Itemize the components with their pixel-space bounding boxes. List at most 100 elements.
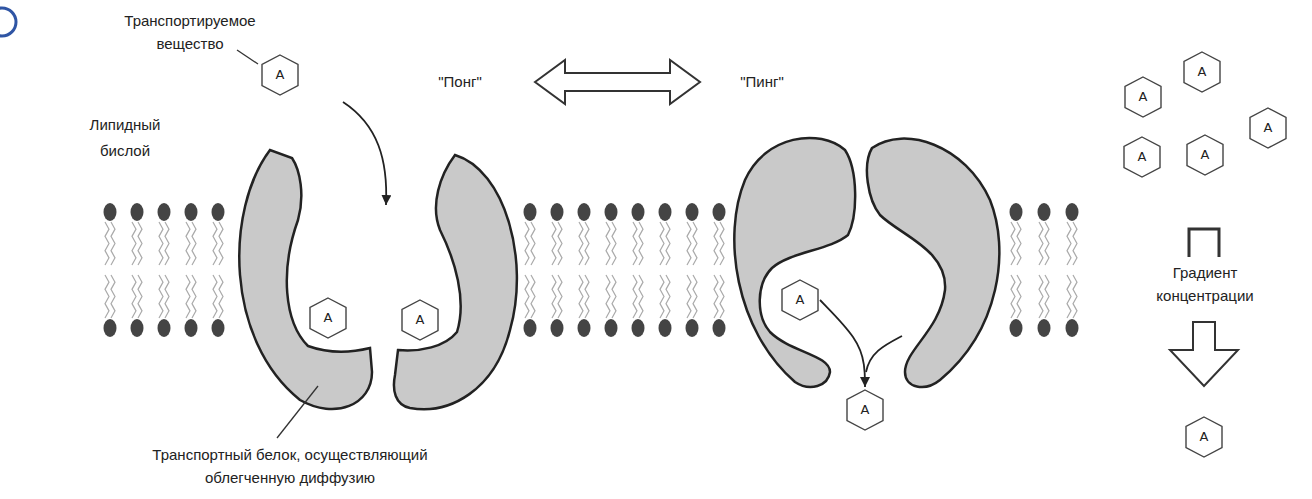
- lipid-tail: [219, 222, 223, 265]
- double-arrow: [535, 60, 700, 104]
- gradient-arrow: [1170, 322, 1238, 386]
- substance-hexagon: A: [781, 279, 819, 321]
- substance-letter: A: [1198, 64, 1207, 80]
- substance-hexagon: A: [401, 299, 439, 341]
- lipid-tail: [687, 222, 691, 265]
- hexagon-shape: [310, 298, 346, 338]
- gradient-bracket: [1189, 229, 1219, 257]
- lipid-head: [632, 319, 645, 337]
- text-label: Градиент концентрации: [1143, 262, 1268, 307]
- text-label: "Понг": [438, 71, 482, 94]
- substance-hexagon: A: [1124, 76, 1162, 118]
- hexagon-shape: [1187, 135, 1223, 175]
- lipid-tail: [132, 275, 136, 318]
- lipid-head: [605, 319, 618, 337]
- lipid-head: [1066, 203, 1079, 221]
- lipid-tail: [1045, 222, 1049, 265]
- lipid-tail: [633, 222, 637, 265]
- lipid-tail: [552, 275, 556, 318]
- lipid-tail: [666, 222, 670, 265]
- lipid-tail: [693, 222, 697, 265]
- lipid-tail: [138, 275, 142, 318]
- lipid-head: [212, 203, 225, 221]
- lipid-head: [578, 319, 591, 337]
- lipid-tail: [558, 222, 562, 265]
- lipid-tail: [1073, 222, 1077, 265]
- lipid-tail: [1067, 275, 1071, 318]
- entry-arrow: [343, 102, 386, 205]
- lipid-head: [1010, 203, 1023, 221]
- lipid-head: [158, 203, 171, 221]
- substance-letter: A: [796, 292, 805, 308]
- lipid-tail: [165, 222, 169, 265]
- lipid-tail: [606, 275, 610, 318]
- lipid-tail: [1017, 275, 1021, 318]
- lipid-head: [686, 319, 699, 337]
- lipid-tail: [606, 222, 610, 265]
- lipid-tail: [714, 275, 718, 318]
- lipid-tail: [111, 275, 115, 318]
- lipid-tail: [186, 222, 190, 265]
- substance-hexagon: A: [1249, 107, 1287, 149]
- hexagon-shape: [402, 300, 438, 340]
- lipid-tail: [213, 222, 217, 265]
- lipid-head: [1038, 319, 1051, 337]
- lipid-head: [524, 203, 537, 221]
- release-arrow: [820, 300, 865, 387]
- lipid-tail: [1073, 275, 1077, 318]
- substance-hexagon: A: [1183, 51, 1221, 93]
- lipid-tail: [1011, 222, 1015, 265]
- text-label: Транспортный белок, осуществляющий облег…: [120, 443, 460, 490]
- lipid-head: [632, 203, 645, 221]
- lipid-head: [131, 203, 144, 221]
- substance-letter: A: [324, 310, 333, 326]
- lipid-tail: [585, 222, 589, 265]
- lipid-tail: [660, 222, 664, 265]
- substance-letter: A: [1201, 147, 1210, 163]
- substance-letter: A: [1138, 149, 1147, 165]
- lipid-tail: [552, 222, 556, 265]
- lipid-tail: [132, 222, 136, 265]
- lipid-tail: [579, 222, 583, 265]
- hexagon-shape: [1186, 417, 1222, 457]
- lipid-tail: [687, 275, 691, 318]
- lipid-tail: [213, 275, 217, 318]
- lipid-tail: [159, 275, 163, 318]
- lipid-tail: [192, 222, 196, 265]
- lipid-head: [185, 319, 198, 337]
- substance-letter: A: [1264, 120, 1273, 136]
- lipid-tail: [612, 222, 616, 265]
- lipid-head: [1038, 203, 1051, 221]
- substance-letter: A: [276, 67, 285, 83]
- lipid-tail: [165, 275, 169, 318]
- text-label: Липидный бислой: [78, 112, 173, 163]
- lipid-tail: [186, 275, 190, 318]
- lipid-tail: [1067, 222, 1071, 265]
- lipid-tail: [105, 275, 109, 318]
- substance-hexagon: A: [309, 297, 347, 339]
- lipid-head: [524, 319, 537, 337]
- lipid-head: [1066, 319, 1079, 337]
- hexagon-shape: [847, 390, 883, 430]
- lipid-tail: [612, 275, 616, 318]
- hexagon-shape: [1124, 137, 1160, 177]
- carrier-protein-half: [239, 150, 372, 409]
- lipid-head: [713, 203, 726, 221]
- lipid-tail: [1045, 275, 1049, 318]
- lipid-tail: [192, 275, 196, 318]
- substance-letter: A: [861, 402, 870, 418]
- lipid-tail: [693, 275, 697, 318]
- leader-line: [277, 386, 318, 438]
- lipid-tail: [525, 275, 529, 318]
- lipid-tail: [525, 222, 529, 265]
- lipid-tail: [111, 222, 115, 265]
- carrier-protein-half: [734, 138, 855, 387]
- lipid-head: [104, 203, 117, 221]
- lipid-head: [686, 203, 699, 221]
- substance-hexagon: A: [846, 389, 884, 431]
- substance-hexagon: A: [1185, 416, 1223, 458]
- lipid-tail: [639, 222, 643, 265]
- lipid-tail: [1039, 222, 1043, 265]
